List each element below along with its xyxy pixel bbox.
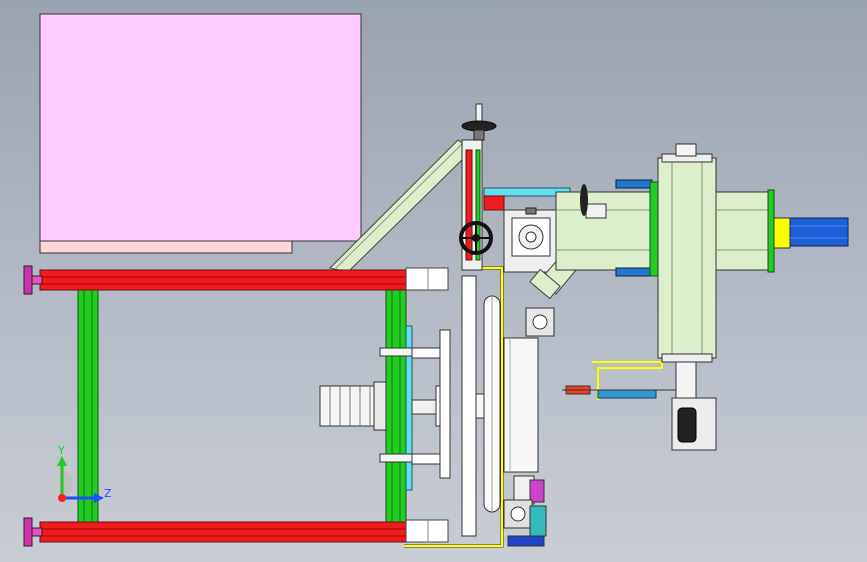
servo-motor[interactable] [319, 381, 387, 431]
leveling-foot-top[interactable] [23, 265, 43, 295]
sensor-rod[interactable] [562, 385, 676, 399]
flange-plate[interactable] [439, 329, 451, 479]
center-gear-housing[interactable] [503, 207, 559, 273]
vertical-screw-housing[interactable] [657, 143, 717, 363]
right-arm[interactable] [715, 189, 791, 273]
left-green-post[interactable] [77, 287, 99, 524]
stepper-motor-small[interactable] [525, 307, 555, 337]
y-axis-label: Y [57, 444, 65, 457]
right-green-post[interactable] [385, 287, 407, 524]
large-disc[interactable] [461, 275, 477, 537]
coordinate-triad: Y Z [57, 444, 112, 503]
lower-right-motor[interactable] [671, 361, 717, 451]
feeder-assembly[interactable] [503, 475, 547, 547]
linear-actuator[interactable] [555, 179, 657, 277]
gearbox-housing[interactable] [503, 337, 539, 473]
z-axis-label: Z [104, 487, 112, 500]
pink-panel[interactable] [39, 13, 362, 254]
leveling-foot-bottom[interactable] [23, 517, 43, 547]
x-axis-dot [58, 494, 66, 502]
top-handwheel[interactable] [461, 103, 497, 141]
blue-drive-motor[interactable] [789, 217, 849, 247]
top-red-rail[interactable] [39, 267, 449, 291]
bottom-red-rail[interactable] [39, 519, 449, 543]
side-handwheel[interactable] [459, 221, 493, 255]
